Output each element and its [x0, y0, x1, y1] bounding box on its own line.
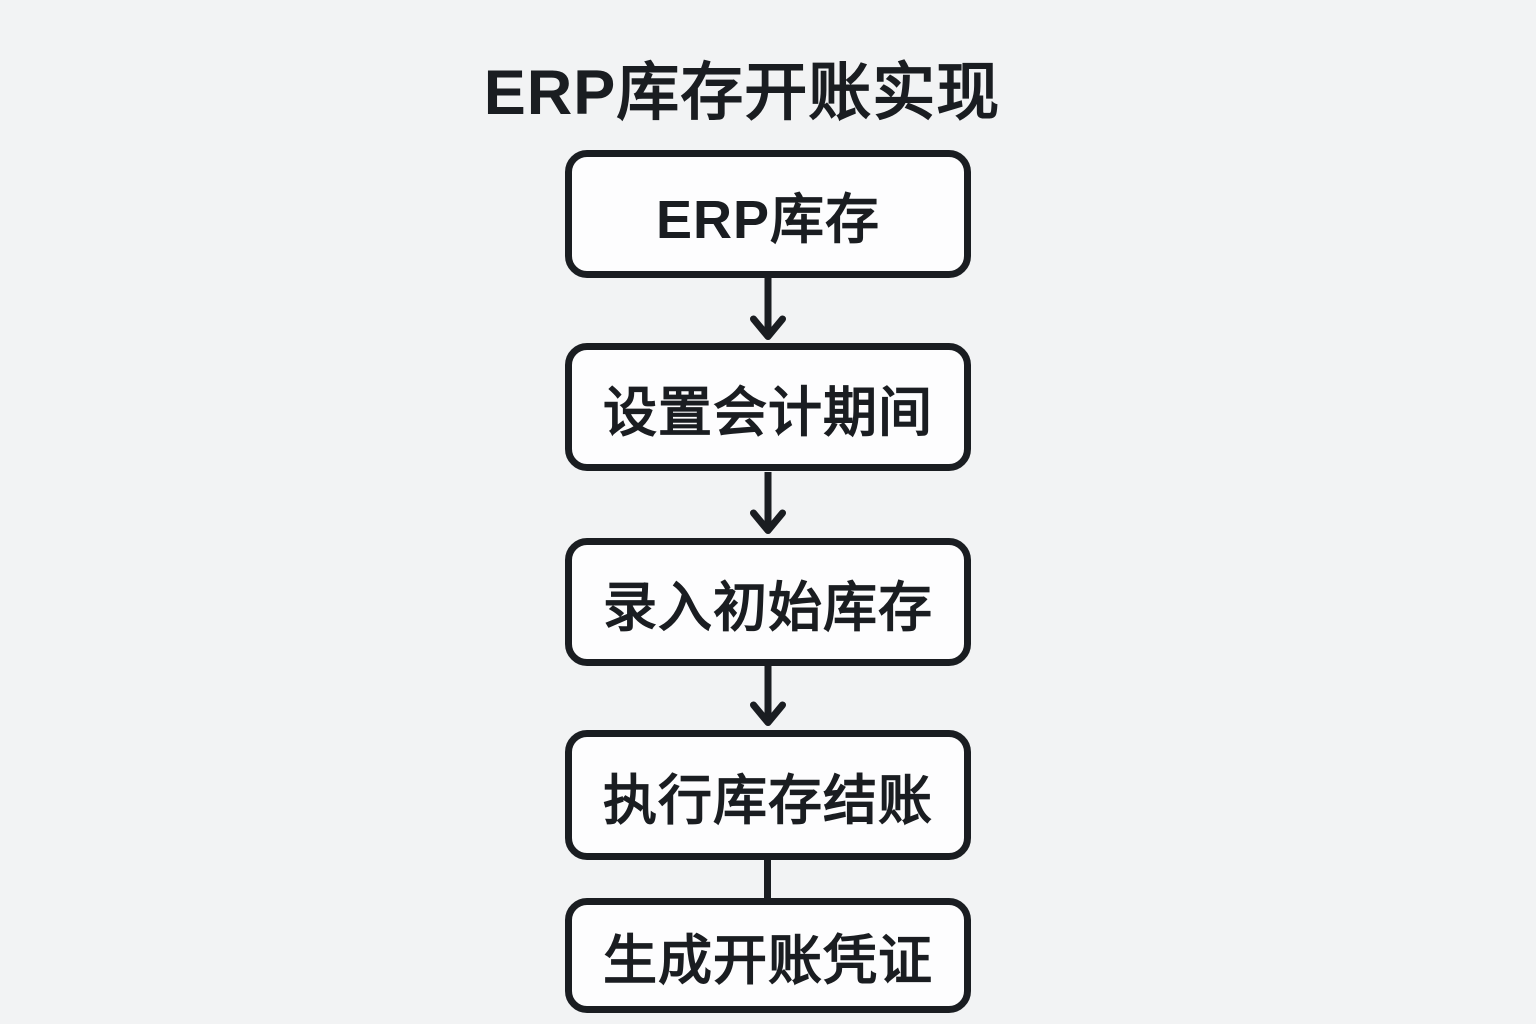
- flow-node-label: 执行库存结账: [603, 770, 933, 831]
- flow-connector-arrow-2: [738, 472, 798, 538]
- flow-connector-line-4: [764, 858, 771, 900]
- flow-node-set-accounting-period: 设置会计期间: [565, 343, 971, 471]
- flow-connector-arrow-1: [738, 278, 798, 344]
- page-title: ERP库存开账实现: [483, 58, 1001, 128]
- flow-connector-arrow-3: [738, 664, 798, 730]
- flow-node-erp-inventory: ERP库存: [565, 150, 971, 278]
- arrow-down-icon: [750, 278, 786, 340]
- flow-node-generate-opening-voucher: 生成开账凭证: [565, 898, 971, 1013]
- flow-node-label: 录入初始库存: [603, 577, 933, 638]
- flow-node-execute-inventory-closing: 执行库存结账: [565, 730, 971, 860]
- arrow-down-icon: [750, 664, 786, 726]
- flow-node-enter-initial-inventory: 录入初始库存: [565, 538, 971, 666]
- flow-node-label: 设置会计期间: [603, 382, 933, 443]
- flow-node-label: ERP库存: [655, 189, 881, 250]
- flow-node-label: 生成开账凭证: [603, 931, 933, 991]
- arrow-down-icon: [750, 472, 786, 534]
